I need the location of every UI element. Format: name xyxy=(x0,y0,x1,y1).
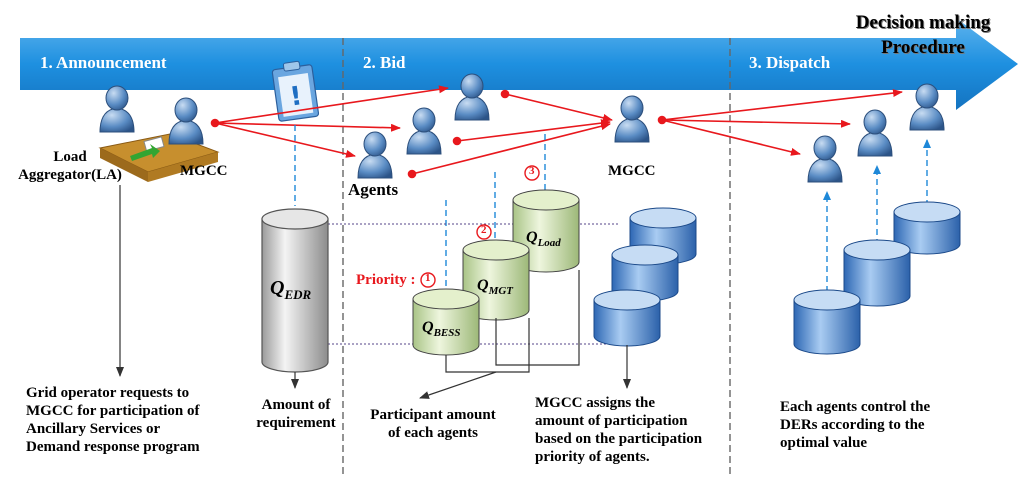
q-bess-sub: BESS xyxy=(433,327,461,340)
dispatch-cylinders xyxy=(793,201,961,355)
desc-grid-line3: Ancillary Services or xyxy=(26,421,161,437)
label-mgcc-left: MGCC xyxy=(180,163,228,179)
label-q-load: QLoad xyxy=(526,229,561,250)
desc-amount-line1: Amount of xyxy=(261,397,331,413)
desc-grid-line2: MGCC for participation of xyxy=(26,403,200,419)
load-aggregator-scene xyxy=(98,85,220,182)
priority-markers xyxy=(420,165,540,288)
dispatch-arrows xyxy=(657,89,903,156)
desc-assigns-line3: based on the participation xyxy=(535,431,703,447)
label-q-mgt: QMGT xyxy=(477,277,514,298)
desc-control-line2: DERs according to the xyxy=(780,417,925,433)
bid-arrows xyxy=(407,89,613,179)
label-load-line1: Load xyxy=(53,149,87,165)
stage-dispatch: 3. Dispatch xyxy=(749,53,831,72)
dispatch-agent-3 xyxy=(909,83,945,131)
desc-grid-operator: Grid operator requests to MGCC for parti… xyxy=(26,384,200,456)
desc-agents-control: Each agents control the DERs according t… xyxy=(780,398,930,452)
title-line-2: Procedure xyxy=(881,36,965,58)
desc-assigns-line2: amount of participation xyxy=(535,413,688,429)
desc-assigns-line1: MGCC assigns the xyxy=(535,395,656,411)
title-line-1: Decision making xyxy=(855,12,991,33)
q-bess-cylinder xyxy=(412,288,480,356)
agent-person-2 xyxy=(406,107,442,155)
desc-amount-requirement: Amount of requirement xyxy=(250,396,342,432)
clipboard-icon: ! xyxy=(271,60,320,122)
desc-grid-line1: Grid operator requests to xyxy=(26,385,190,401)
desc-grid-line4: Demand response program xyxy=(26,439,200,455)
label-q-edr: QEDR xyxy=(270,277,312,302)
mgcc-center-person xyxy=(614,95,650,143)
announcement-arrows xyxy=(210,85,449,158)
desc-mgcc-assigns: MGCC assigns the amount of participation… xyxy=(535,394,702,466)
label-load-aggregator: Load Aggregator(LA) xyxy=(10,148,130,184)
desc-assigns-line4: priority of agents. xyxy=(535,449,650,465)
label-agents: Agents xyxy=(348,180,399,199)
q-mgt-sub: MGT xyxy=(488,285,514,298)
desc-control-line1: Each agents control the xyxy=(780,399,931,415)
dispatch-agent-2 xyxy=(857,109,893,157)
desc-amount-line2: requirement xyxy=(256,415,336,431)
stage-announcement: 1. Announcement xyxy=(40,53,167,72)
label-load-line2: Aggregator(LA) xyxy=(18,167,122,183)
diagram-title: Decision making Procedure xyxy=(838,12,1008,60)
assigned-cylinders xyxy=(593,207,697,347)
q-load-sub: Load xyxy=(537,237,561,250)
agent-person-1 xyxy=(357,131,393,179)
label-q-bess: QBESS xyxy=(422,319,461,340)
procedure-banner xyxy=(20,18,1018,110)
connector-lines xyxy=(116,185,631,399)
q-edr-cylinder xyxy=(261,208,329,373)
dispatch-agent-1 xyxy=(807,135,843,183)
q-edr-sub: EDR xyxy=(284,287,312,302)
label-priority: Priority : xyxy=(356,272,416,288)
desc-control-line3: optimal value xyxy=(780,435,868,451)
label-mgcc-center: MGCC xyxy=(608,163,656,179)
stage-bid: 2. Bid xyxy=(363,53,406,72)
svg-text:!: ! xyxy=(288,81,304,112)
desc-participant-line2: of each agents xyxy=(388,425,478,441)
desc-participant-line1: Participant amount xyxy=(370,407,496,423)
desc-participant-amount: Participant amount of each agents xyxy=(358,406,508,442)
